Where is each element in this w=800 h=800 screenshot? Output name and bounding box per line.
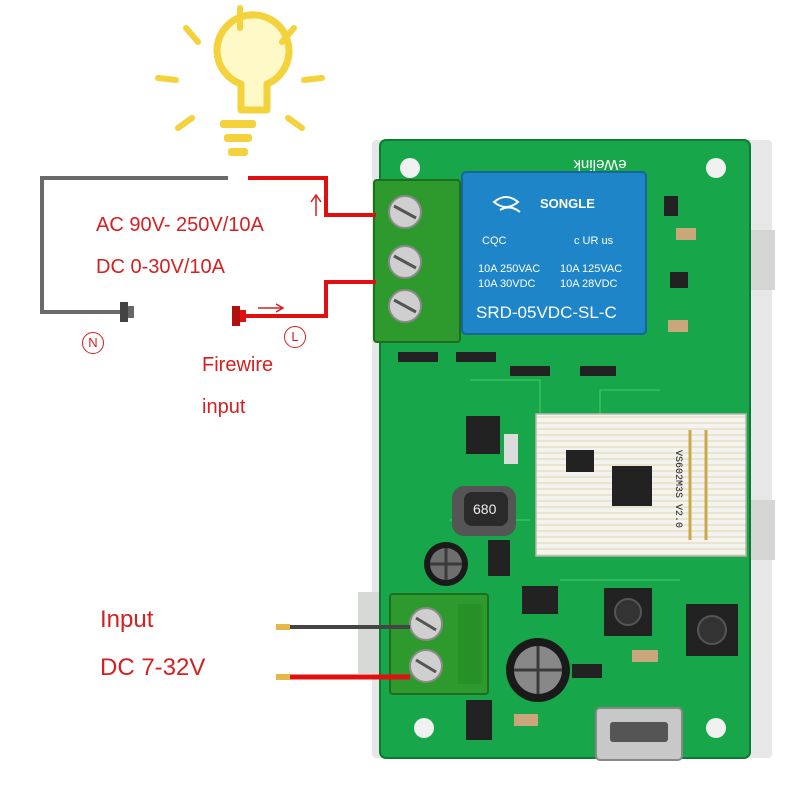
light-bulb-icon — [155, 5, 325, 156]
neutral-wire — [40, 176, 228, 314]
capacitors — [424, 540, 570, 702]
ac-rating-label: AC 90V- 250V/10A — [96, 214, 264, 236]
live-input-arrow — [258, 303, 285, 313]
relay-rating-3: 10A 30VDC — [478, 278, 536, 290]
live-symbol: L — [284, 326, 306, 348]
power-range-label: DC 7-32V — [100, 654, 206, 681]
live-input-wire-end — [232, 306, 240, 326]
inductor-value: 680 — [473, 501, 497, 517]
wifi-module-label: VS602M3S V2.0 — [672, 450, 683, 528]
relay-model: SRD-05VDC-SL-C — [476, 303, 617, 322]
firewire-label: Firewire — [202, 354, 274, 376]
inductor: 680 — [452, 486, 516, 536]
relay-cert-ul: c UR us — [574, 235, 614, 247]
push-buttons — [604, 588, 738, 656]
relay-logo — [492, 196, 521, 213]
wifi-module: VS602M3S V2.0 — [535, 413, 747, 557]
load-wire-arrow — [310, 193, 322, 216]
relay-rating-2: 10A 125VAC — [560, 263, 622, 275]
relay-brand: SONGLE — [540, 196, 595, 211]
neutral-wire-end — [120, 302, 128, 322]
relay-rating-4: 10A 28VDC — [560, 278, 618, 290]
neutral-symbol: N — [82, 332, 104, 354]
power-terminal-block — [389, 593, 489, 695]
relay-cert-cqc: CQC — [482, 235, 507, 247]
power-input-label: Input — [100, 606, 154, 633]
dc-rating-label: DC 0-30V/10A — [96, 256, 225, 278]
smd-components — [398, 196, 696, 464]
brand-silkscreen: eWelink — [573, 156, 627, 173]
usb-port — [595, 707, 683, 761]
relay-rating-1: 10A 250VAC — [478, 263, 540, 275]
firewire-sub-label: input — [202, 396, 246, 418]
live-input-wire — [246, 280, 376, 318]
relay: SONGLE CQC c UR us 10A 250VAC 10A 125VAC… — [461, 171, 647, 335]
small-chips — [466, 650, 658, 740]
load-wire — [248, 176, 376, 217]
relay-terminal-block — [373, 179, 461, 343]
